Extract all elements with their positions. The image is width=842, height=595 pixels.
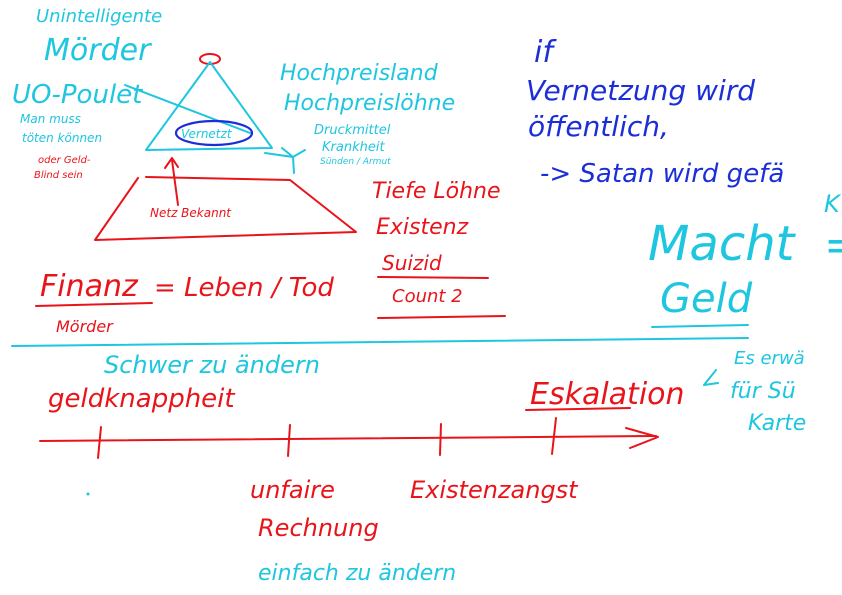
pyramid-red-arrow: [164, 157, 179, 206]
existenzangst-label: Existenzangst: [410, 476, 579, 504]
pyramid-top-ellipse: [199, 53, 221, 65]
pyramid-vernetzt-ellipse: [174, 119, 254, 147]
krankheit-label: Krankheit: [322, 140, 385, 155]
left-note-line6: oder Geld-: [38, 155, 91, 166]
karte-label: Karte: [748, 411, 806, 436]
timeline-tick-1: [97, 426, 102, 459]
pyramid-base-trapezoid: [94, 176, 357, 241]
pyramid-pointer-line: [124, 84, 251, 134]
tiefe-loehne-label: Tiefe Löhne: [372, 179, 501, 204]
suizid-underline: [377, 276, 489, 279]
left-note-line1: Unintelligente: [36, 6, 162, 27]
count-underline: [377, 315, 506, 319]
macht-equals: =: [824, 220, 842, 271]
side-arrow: [703, 369, 719, 386]
left-note-line7: Blind sein: [34, 170, 83, 181]
pyramid-fork-mark: [264, 147, 306, 174]
stray-dot: [86, 492, 90, 496]
left-note-line5: töten können: [22, 131, 102, 145]
timeline-tick-3: [439, 423, 442, 456]
macht-geld-fraction-line: [651, 324, 749, 328]
suenden-armut-label: Sünden / Armut: [320, 157, 391, 167]
schwer-zu-aendern-label: Schwer zu ändern: [104, 351, 320, 379]
suizid-label: Suizid: [382, 251, 442, 275]
fuer-sue-label: für Sü: [730, 379, 796, 404]
timeline: Schwer zu ändern geldknappheit Eskalatio…: [39, 351, 685, 586]
druckmittel-label: Druckmittel: [314, 123, 391, 138]
timeline-arrowhead: [625, 427, 659, 449]
equation-lhs: Finanz: [40, 269, 139, 304]
equation: Finanz = Leben / Tod Mörder: [35, 269, 334, 336]
eskalation-underline: [525, 407, 631, 411]
hochpreisland-label: Hochpreisland: [280, 61, 439, 86]
timeline-tick-4: [551, 417, 557, 455]
right-of-pyramid-notes: Hochpreisland Hochpreislöhne Druckmittel…: [280, 61, 455, 167]
top-right-notes: if Vernetzung wird öffentlich, -> Satan …: [526, 35, 842, 328]
equation-sub: Mörder: [56, 317, 114, 336]
pyramid-bottom-note: Netz Bekannt: [150, 206, 232, 220]
pyramid-vernetzt-label: Vernetzt: [181, 127, 233, 141]
count-label: Count 2: [392, 286, 463, 307]
timeline-line: [39, 435, 657, 442]
rechnung-label: Rechnung: [258, 514, 379, 542]
unfaire-label: unfaire: [250, 476, 335, 504]
side-right-notes: Es erwä für Sü Karte: [703, 348, 806, 436]
timeline-tick-2: [287, 424, 291, 457]
left-note-line3: UO-Poulet: [12, 80, 143, 110]
horizontal-divider: [11, 337, 749, 347]
hochpreisloehne-label: Hochpreislöhne: [284, 91, 455, 116]
if-label: if: [534, 35, 557, 70]
left-notes: Unintelligente Mörder UO-Poulet Man muss…: [12, 6, 162, 181]
eskalation-label: Eskalation: [530, 377, 685, 412]
geld-label: Geld: [660, 276, 753, 322]
macht-label: Macht: [648, 216, 797, 272]
geldknappheit-label: geldknappheit: [48, 384, 235, 414]
left-note-line4: Man muss: [20, 112, 81, 126]
satan-label: -> Satan wird gefä: [540, 159, 784, 189]
es-erwae-label: Es erwä: [734, 348, 805, 369]
red-list: Tiefe Löhne Existenz Suizid Count 2: [372, 179, 506, 319]
pyramid: Vernetzt Netz Bekannt: [94, 53, 357, 241]
vernetzung-label: Vernetzung wird: [526, 74, 755, 107]
left-note-line2: Mörder: [44, 33, 152, 68]
existenz-label: Existenz: [376, 215, 469, 240]
equation-rhs: = Leben / Tod: [154, 273, 334, 303]
oeffentlich-label: öffentlich,: [528, 110, 669, 143]
equation-fraction-line: [35, 302, 153, 307]
einfach-zu-aendern-label: einfach zu ändern: [258, 561, 456, 586]
corner-glyph: K: [824, 190, 842, 218]
